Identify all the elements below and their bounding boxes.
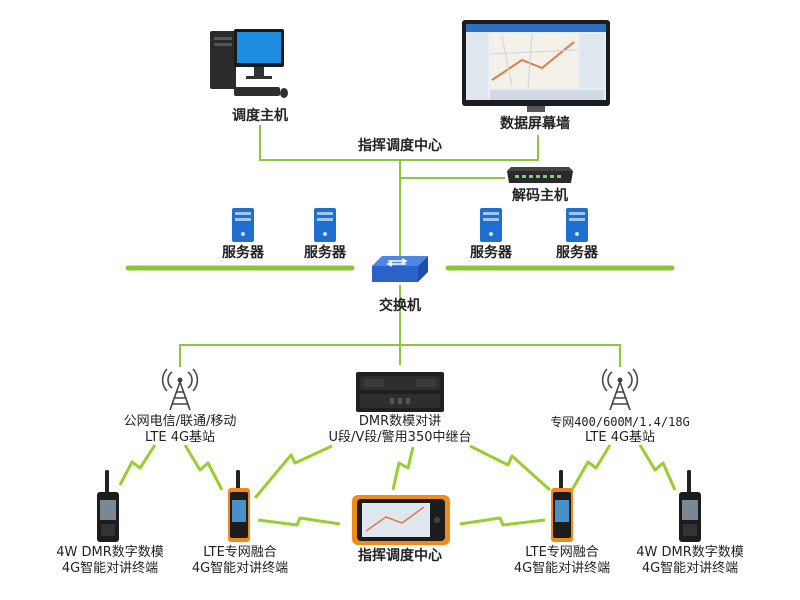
server-label: 服务器 [222,245,264,261]
term-lte-left-line2: 4G智能对讲终端 [191,561,289,576]
public-bs-line2: LTE 4G基站 [144,430,216,445]
server-icon [480,208,502,242]
switch-label: 交换机 [379,298,421,314]
wireless-link [118,444,157,486]
wireless-link [391,446,415,491]
server-icon [314,208,336,242]
command-center-bottom-label: 指挥调度中心 [358,548,442,564]
term-dmr-right-line1: 4W DMR数字数模 [636,545,744,560]
server-icon [232,208,254,242]
decoder-host-icon [505,165,575,185]
lte-terminal-icon [226,470,252,542]
wireless-link [183,444,224,491]
private-bs-line2: LTE 4G基站 [584,430,656,445]
dmr-radio-icon [95,470,121,542]
term-lte-right-line2: 4G智能对讲终端 [513,561,611,576]
server-label: 服务器 [556,245,598,261]
wireless-link [570,444,612,491]
dmr-radio-icon [677,470,703,542]
term-dmr-left-line2: 4G智能对讲终端 [61,561,159,576]
desktop-computer-icon [200,25,290,110]
server-label: 服务器 [470,245,512,261]
wireless-link [257,516,341,527]
private-bs-line1: 专网400/600M/1.4/18G [550,415,690,429]
term-lte-right-line1: LTE专网融合 [525,545,599,560]
dispatch-host-label: 调度主机 [232,108,288,124]
wireless-links [118,444,677,527]
decoder-host-label: 解码主机 [512,188,568,204]
term-dmr-left-line1: 4W DMR数字数模 [56,545,164,560]
dmr-line1: DMR数模对讲 [358,414,442,429]
wireless-link [459,516,546,527]
wireless-link [253,444,333,499]
dmr-repeater-icon [356,370,444,414]
base-station-bracket [179,344,621,367]
wireless-link [469,444,552,492]
public-bs-line1: 公网电信/联通/移动 [123,414,237,429]
command-center-top-label: 指挥调度中心 [358,138,442,154]
cell-tower-icon [600,368,640,412]
switch-icon [368,252,432,286]
term-lte-left-line1: LTE专网融合 [203,545,277,560]
server-icon [566,208,588,242]
lte-terminal-icon [549,470,575,542]
dmr-line2: U段/V段/警用350中继台 [328,430,472,445]
cell-tower-icon [160,368,200,412]
data-screen-wall-icon [462,20,610,112]
term-dmr-right-line2: 4G智能对讲终端 [641,561,739,576]
wireless-link [638,444,677,491]
command-tablet-icon [352,495,450,545]
server-label: 服务器 [304,245,346,261]
data-wall-label: 数据屏幕墙 [500,116,570,132]
